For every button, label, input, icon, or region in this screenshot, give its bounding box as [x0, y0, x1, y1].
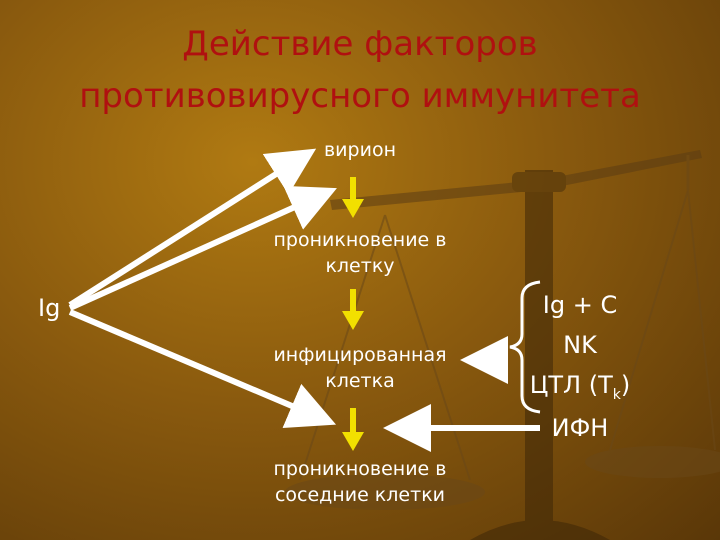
ig-to-virion-lower-arrow: [68, 185, 337, 311]
ig-to-virion-arrow: [68, 148, 317, 308]
factor-ifn: ИФН: [551, 414, 609, 442]
factor-ctl-subscript: k: [612, 386, 621, 403]
factor-ctl-prefix: ЦТЛ (Т: [529, 371, 613, 399]
factors-brace: [509, 280, 541, 414]
slide-title-line-1: Действие факторов: [182, 24, 538, 64]
stage-spread-line-1: проникновение в: [273, 458, 447, 480]
stage-infected-line-2: клетка: [325, 370, 395, 392]
factor-nk: NK: [563, 331, 597, 359]
down-arrow-1: [342, 177, 364, 218]
factor-ctl-suffix: ): [620, 371, 631, 399]
stage-spread-line-2: соседние клетки: [274, 484, 446, 506]
stage-infected-line-1: инфицированная: [273, 344, 447, 366]
ig-to-spread-arrow: [68, 309, 337, 429]
stage-penetration-line-1: проникновение в: [273, 229, 447, 251]
stage-penetration-line-2: клетку: [325, 255, 395, 277]
slide-title-line-2: противовирусного иммунитета: [79, 76, 641, 116]
factor-ctl: ЦТЛ (Тk): [505, 370, 655, 410]
stage-virion: вирион: [323, 139, 396, 161]
down-arrow-3: [342, 408, 364, 451]
factor-ig-c: Ig + C: [542, 291, 618, 319]
ig-label: Ig: [38, 294, 61, 322]
down-arrow-2: [342, 289, 364, 330]
